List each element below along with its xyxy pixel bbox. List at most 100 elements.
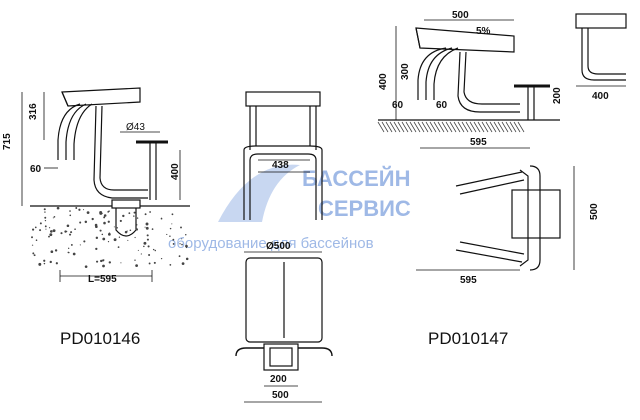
- dim-715: 715: [2, 133, 13, 150]
- ground-dot: [69, 210, 71, 212]
- ground-dot: [43, 262, 46, 265]
- ground-dot: [95, 247, 98, 251]
- ground-dot: [133, 211, 136, 214]
- ground-dot: [49, 233, 53, 237]
- ground-dot: [117, 246, 120, 249]
- dim-slope: 5%: [476, 26, 491, 37]
- ground-dot: [152, 248, 155, 251]
- ground-dot: [145, 226, 149, 230]
- ground-dot: [108, 261, 111, 264]
- ground-dot: [38, 262, 42, 266]
- ground-dot: [134, 236, 136, 239]
- right-plan-view: [416, 165, 575, 271]
- ground-dot: [79, 221, 82, 224]
- ground-dot: [146, 238, 149, 241]
- dim-316: 316: [28, 103, 39, 120]
- ground-dot: [108, 232, 111, 234]
- ground-dot: [136, 224, 138, 226]
- hatch-line: [449, 121, 457, 133]
- ground-dot: [172, 243, 175, 245]
- hatch-line: [485, 121, 493, 133]
- ground-dot: [166, 233, 168, 236]
- ground-dot: [129, 229, 132, 232]
- dim-right-400: 400: [378, 73, 389, 90]
- ground-dot: [118, 236, 121, 238]
- ground-dot: [181, 243, 183, 246]
- ground-dot: [33, 254, 36, 257]
- hatch-line: [489, 121, 497, 133]
- ground-dot: [185, 246, 188, 249]
- right-ground-hatch: [377, 121, 525, 133]
- hatch-line: [389, 121, 397, 133]
- ground-dot: [103, 259, 105, 261]
- ground-dot: [181, 238, 183, 240]
- ground-dot: [34, 226, 37, 229]
- ground-dot: [66, 230, 68, 232]
- ground-dot: [49, 230, 53, 233]
- ground-dot: [133, 215, 135, 217]
- ground-dot: [178, 255, 181, 258]
- ground-dot: [144, 213, 147, 216]
- ground-dot: [122, 214, 125, 218]
- ground-dot: [99, 229, 102, 232]
- dim-right-500: 500: [452, 10, 469, 21]
- hatch-line: [469, 121, 477, 133]
- ground-dot: [45, 228, 47, 230]
- ground-dot: [185, 257, 189, 261]
- ground-dot: [49, 260, 52, 264]
- ground-dot: [172, 238, 175, 241]
- ground-dot: [100, 259, 103, 263]
- dim-center-500: 500: [272, 390, 289, 401]
- hatch-line: [473, 121, 481, 133]
- hatch-line: [465, 121, 473, 133]
- ground-dot: [135, 228, 139, 231]
- ground-dot: [153, 261, 156, 264]
- ground-dot: [120, 262, 122, 264]
- dim-left-60: 60: [30, 164, 42, 175]
- product-code-2: PD010147: [428, 329, 508, 348]
- ground-dot: [101, 233, 104, 236]
- hatch-line: [505, 121, 513, 133]
- hatch-line: [437, 121, 445, 133]
- ground-dot: [185, 244, 188, 248]
- ground-dot: [181, 262, 185, 265]
- ground-dot: [32, 252, 35, 255]
- ground-dot: [48, 227, 51, 229]
- hatch-line: [445, 121, 453, 133]
- dim-right-300: 300: [400, 63, 411, 80]
- ground-dot: [43, 259, 46, 262]
- ground-dot: [116, 227, 118, 229]
- ground-dot: [119, 219, 122, 223]
- hatch-line: [461, 121, 469, 133]
- ground-dot: [143, 241, 147, 245]
- ground-dot: [99, 211, 103, 214]
- hatch-line: [409, 121, 417, 133]
- dim-plan-595: 595: [460, 275, 477, 286]
- ground-dot: [83, 209, 85, 211]
- ground-dot: [160, 217, 163, 220]
- ground-dot: [68, 247, 70, 249]
- ground-dot: [127, 239, 129, 241]
- ground-dot: [70, 231, 73, 234]
- ground-dot: [84, 220, 88, 224]
- hatch-line: [377, 121, 385, 133]
- ground-dot: [103, 216, 106, 219]
- dim-d43: Ø43: [126, 122, 145, 133]
- ground-dot: [134, 259, 136, 261]
- ground-dot: [154, 249, 157, 252]
- hatch-line: [441, 121, 449, 133]
- ground-dot: [160, 257, 163, 260]
- ground-dot: [53, 215, 56, 218]
- ground-dot: [79, 244, 81, 246]
- ground-dot: [149, 211, 152, 213]
- dim-right-60b: 60: [436, 100, 448, 111]
- ground-dot: [171, 213, 174, 216]
- ground-dot: [84, 265, 88, 268]
- ground-dot: [136, 217, 139, 219]
- ground-dot: [169, 227, 172, 230]
- hatch-line: [477, 121, 485, 133]
- dim-right-200: 200: [552, 87, 563, 104]
- ground-dot: [135, 264, 138, 268]
- dim-438: 438: [272, 160, 289, 171]
- ground-dot: [69, 214, 72, 217]
